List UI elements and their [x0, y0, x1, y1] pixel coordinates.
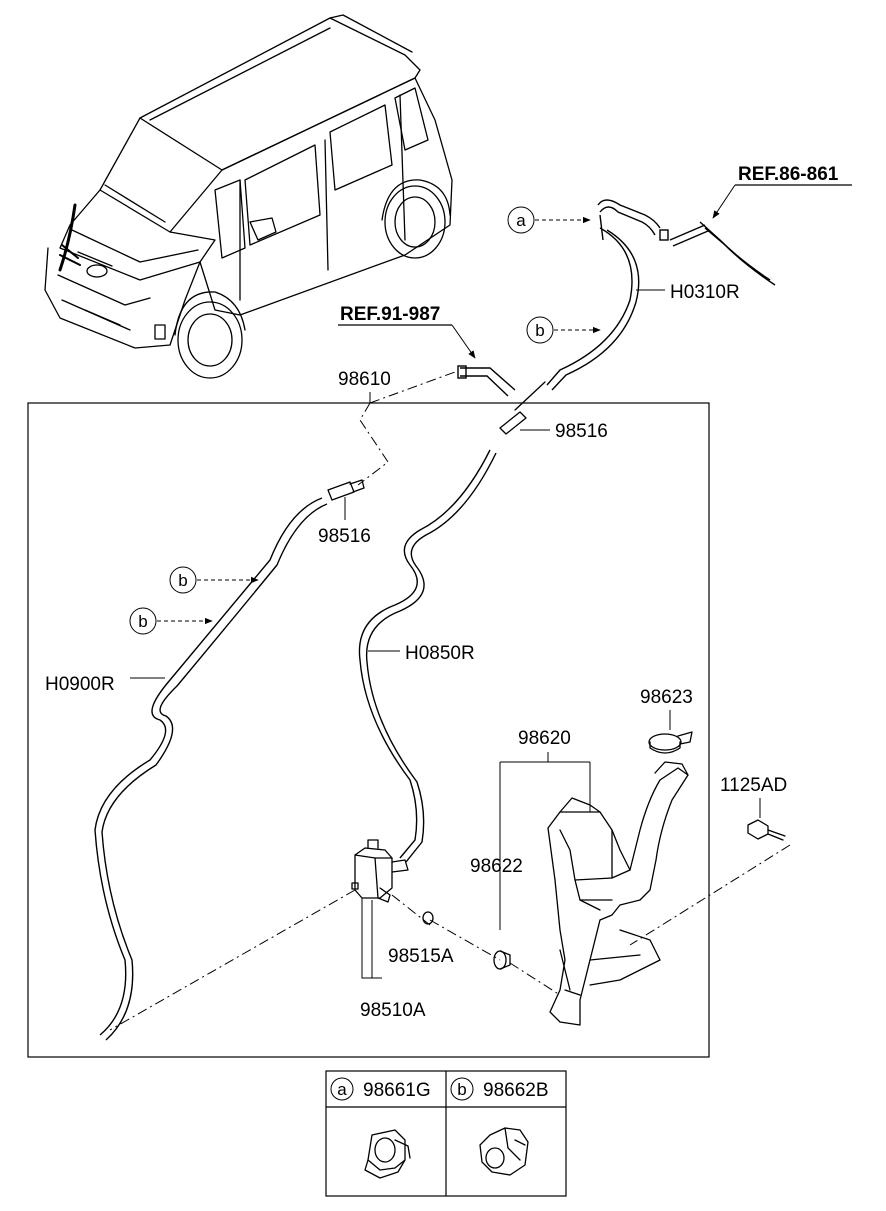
legend-item-b: b 98662B	[450, 1077, 549, 1176]
clip-98662b-icon	[479, 1127, 529, 1176]
svg-text:b: b	[457, 1080, 466, 1099]
callout-b-top: b	[526, 316, 601, 344]
front-hose-ref	[457, 365, 516, 397]
callout-a-top: a	[507, 206, 591, 234]
cap-98623	[648, 731, 693, 754]
98610-label: 98610	[338, 369, 391, 390]
ref-86-861-label: REF.86-861	[738, 164, 839, 185]
callout-b-left-2: b	[129, 607, 213, 635]
h0900r-label: H0900R	[45, 674, 115, 695]
h0310r-label: H0310R	[670, 282, 740, 303]
svg-text:a: a	[516, 211, 526, 230]
svg-text:98661G: 98661G	[363, 1080, 431, 1101]
98515a-label: 98515A	[388, 946, 454, 967]
legend-item-a: a 98661G	[330, 1077, 431, 1179]
svg-text:b: b	[178, 571, 187, 590]
grommet-98515a	[422, 911, 434, 925]
connector-98516-left	[327, 479, 365, 501]
hose-h0900r	[94, 497, 328, 1041]
reservoir-98620	[547, 761, 689, 1026]
98623-label: 98623	[640, 687, 693, 708]
h0850r-label: H0850R	[405, 643, 475, 664]
98620-label: 98620	[518, 728, 571, 749]
98516-top-label: 98516	[555, 421, 608, 442]
legend-table: a 98661G b 98662B	[325, 1070, 567, 1197]
rear-hose	[597, 199, 776, 286]
svg-text:98662B: 98662B	[483, 1080, 549, 1101]
hose-h0310r	[546, 227, 640, 391]
pump-98510a	[351, 839, 409, 903]
bolt-1125ad	[747, 819, 786, 841]
vehicle-illustration	[44, 14, 453, 379]
assembly-frame	[27, 402, 710, 1058]
ref-91-987-label: REF.91-987	[340, 304, 440, 325]
98622-label: 98622	[470, 856, 523, 877]
clip-98661g-icon	[364, 1129, 411, 1179]
svg-text:b: b	[138, 612, 147, 631]
1125ad-label: 1125AD	[720, 775, 787, 796]
callout-b-left-1: b	[169, 566, 259, 594]
hose-h0850r	[358, 449, 497, 863]
98516-left-label: 98516	[318, 526, 371, 547]
grommet-98622	[493, 950, 511, 970]
connector-98516-top	[499, 381, 546, 435]
svg-text:b: b	[535, 321, 544, 340]
98510a-label: 98510A	[360, 1000, 426, 1021]
svg-text:a: a	[337, 1080, 347, 1099]
